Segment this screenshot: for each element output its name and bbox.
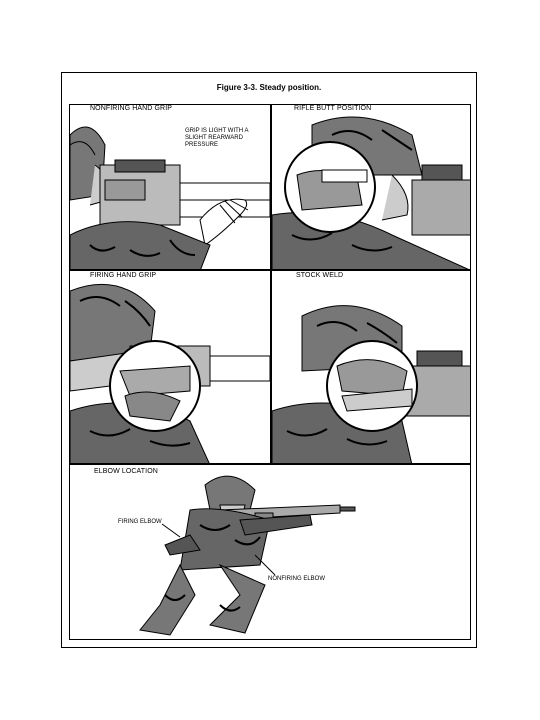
elbow-location-label: ELBOW LOCATION [92, 468, 160, 475]
figure-frame: Figure 3-3. Steady position. NONFIRING H… [61, 72, 477, 648]
firing-elbow-label: FIRING ELBOW [118, 519, 162, 525]
panel-firing-hand-grip: FIRING HAND GRIP [69, 270, 271, 464]
elbow-location-illustration [139, 475, 356, 636]
grip-note: GRIP IS LIGHT WITH A SLIGHT REARWARD PRE… [185, 128, 249, 148]
panel-nonfiring-hand-grip: NONFIRING HAND GRIP GRIP IS LIGHT WITH A… [69, 104, 271, 270]
stock-weld-label: STOCK WELD [294, 272, 346, 279]
panel-stock-weld: STOCK WELD [271, 270, 471, 464]
stock-weld-illustration [272, 305, 470, 463]
firing-hand-grip-illustration [70, 283, 270, 463]
firing-hand-grip-label: FIRING HAND GRIP [88, 272, 159, 279]
rifle-butt-position-label: RIFLE BUTT POSITION [292, 105, 374, 112]
panel-elbow-location: ELBOW LOCATION FIRING ELBOW NONFIRING EL… [69, 464, 471, 640]
nonfiring-elbow-label: NONFIRING ELBOW [268, 576, 326, 582]
rifle-butt-position-illustration [272, 116, 470, 269]
panel-rifle-butt-position: RIFLE BUTT POSITION [271, 104, 471, 270]
figure-title: Figure 3-3. Steady position. [216, 83, 322, 92]
nonfiring-hand-grip-illustration [70, 126, 270, 269]
nonfiring-hand-grip-label: NONFIRING HAND GRIP [88, 105, 175, 112]
